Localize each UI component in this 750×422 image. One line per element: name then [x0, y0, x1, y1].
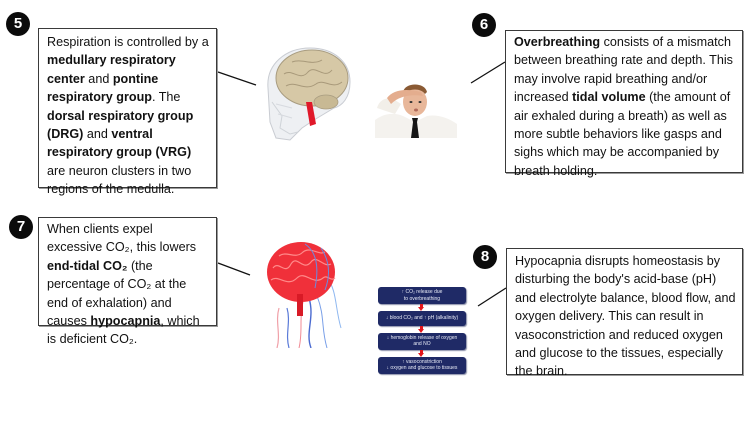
connector-line-7 [217, 262, 251, 276]
text-run: Respiration is controlled by a [47, 35, 209, 49]
stressed-man-photo [375, 80, 457, 138]
skull-brain-image [267, 47, 351, 141]
bold-term: end-tidal CO₂ [47, 258, 128, 273]
flowchart-step-3: ↓ hemoglobin release of oxygen and NO [378, 332, 466, 350]
flowchart-step-2: ↓ blood CO₂ and ↑ pH (alkalinity) [378, 311, 466, 326]
flowchart-step-3-line-2: and NO [413, 341, 431, 347]
red-brain-vessels-image [267, 242, 342, 348]
text-run: When clients expel excessive CO₂, this l… [47, 222, 197, 255]
flowchart-arrow-down-icon [378, 349, 466, 357]
bold-term: Overbreathing [514, 35, 601, 49]
step-number-8: 8 [473, 245, 497, 269]
bold-term: tidal volume [572, 90, 646, 105]
flowchart-step-3-line-1: ↓ hemoglobin release of oxygen [386, 334, 458, 341]
text-run: (the amount of air exhaled during a brea… [514, 90, 731, 178]
text-run: consists of a mismatch between breathing… [514, 35, 733, 105]
flowchart-step-4: ↑ vasoconstriction ↓ oxygen and glucose … [378, 356, 466, 374]
step-number-6: 6 [472, 13, 496, 37]
flowchart-step-1-line-1: ↑ CO₂ release due [401, 289, 443, 295]
step-6-text: Overbreathing consists of a mismatch bet… [514, 35, 733, 178]
step-number-7: 7 [9, 215, 33, 239]
flowchart-step-4-line-2: ↓ oxygen and glucose to tissues [386, 365, 458, 371]
step-8-text: Hypocapnia disrupts homeostasis by distu… [515, 254, 736, 378]
step-number-5: 5 [6, 12, 30, 36]
flowchart-step-1: ↑ CO₂ release due to overbreathing [378, 287, 466, 304]
text-run: . The [151, 90, 181, 105]
text-run: Hypocapnia disrupts homeostasis by distu… [515, 254, 736, 379]
text-run: , which is deficient CO₂. [47, 314, 200, 347]
flowchart-step-4-line-1: ↑ vasoconstriction [402, 358, 442, 365]
bold-term: pontine respiratory group [47, 71, 159, 105]
step-5-text: Respiration is controlled by a medullary… [47, 35, 209, 196]
flowchart-arrow-down-icon [378, 304, 466, 311]
bold-term: medullary respiratory center [47, 53, 176, 86]
text-run: and [83, 127, 112, 142]
text-run: (the percentage of CO₂ at the end of exh… [47, 258, 187, 329]
hypocapnia-flowchart: ↑ CO₂ release due to overbreathing ↓ blo… [378, 287, 466, 374]
connector-line-6 [470, 61, 506, 84]
flowchart-step-2-line-1: ↓ blood CO₂ and ↑ pH (alkalinity) [385, 315, 459, 321]
bold-term: dorsal respiratory group (DRG) [47, 108, 194, 142]
step-8-text-box: Hypocapnia disrupts homeostasis by distu… [506, 248, 743, 378]
step-5-text-box: Respiration is controlled by a medullary… [38, 28, 217, 196]
flowchart-step-1-line-2: to overbreathing [403, 295, 441, 302]
step-7-text: When clients expel excessive CO₂, this l… [47, 222, 200, 346]
text-run: and [84, 71, 113, 86]
bold-term: hypocapnia [90, 314, 161, 329]
bold-term: ventral respiratory group (VRG) [47, 127, 192, 160]
connector-line-5 [217, 71, 257, 86]
step-7-text-box: When clients expel excessive CO₂, this l… [38, 217, 217, 346]
text-run: are neuron clusters in two regions of th… [47, 163, 192, 197]
connector-line-8 [477, 287, 507, 307]
step-6-text-box: Overbreathing consists of a mismatch bet… [505, 30, 743, 178]
flowchart-arrow-down-icon [378, 325, 466, 333]
